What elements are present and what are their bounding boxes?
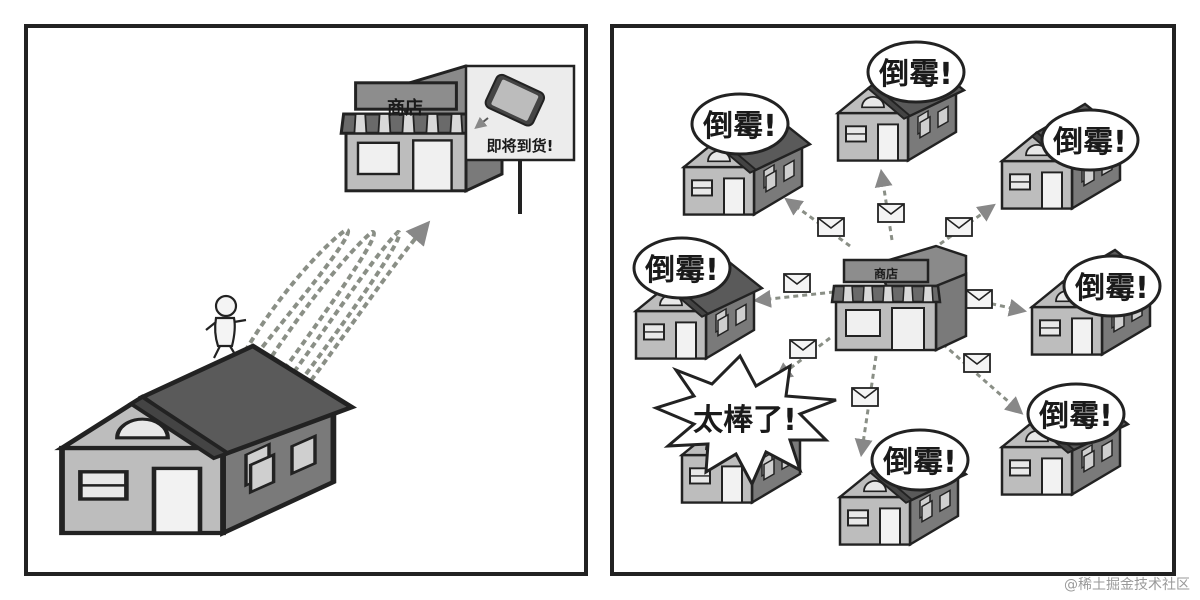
bubble-text: 倒霉! (702, 109, 777, 144)
right-store-sign: 商店 (874, 266, 898, 281)
envelope-icon (965, 289, 993, 309)
speech-bubbles (632, 40, 1162, 492)
envelope-icon (963, 353, 991, 373)
envelope-icon (851, 387, 879, 407)
starburst-bubble (651, 353, 837, 488)
bubble-text: 倒霉! (882, 445, 957, 480)
right-store (830, 244, 968, 352)
bubble-text: 倒霉! (1052, 125, 1127, 160)
starburst-text: 太棒了! (693, 403, 797, 438)
envelope-icon (783, 273, 811, 293)
envelope-icon (817, 217, 845, 237)
bubble-text: 倒霉! (1074, 271, 1149, 306)
billboard (464, 64, 576, 214)
bubble-text: 倒霉! (644, 253, 719, 288)
bubble-text: 倒霉! (1038, 399, 1113, 434)
envelope-icon (789, 339, 817, 359)
envelope-icon (945, 217, 973, 237)
person-icon (205, 294, 247, 359)
bubble-text: 倒霉! (878, 57, 953, 92)
phone-icon (484, 73, 546, 127)
envelope-icon (877, 203, 905, 223)
watermark: @稀土掘金技术社区 (1064, 577, 1190, 593)
left-store-sign: 商店 (387, 97, 423, 119)
billboard-text: 即将到货! (487, 137, 554, 155)
